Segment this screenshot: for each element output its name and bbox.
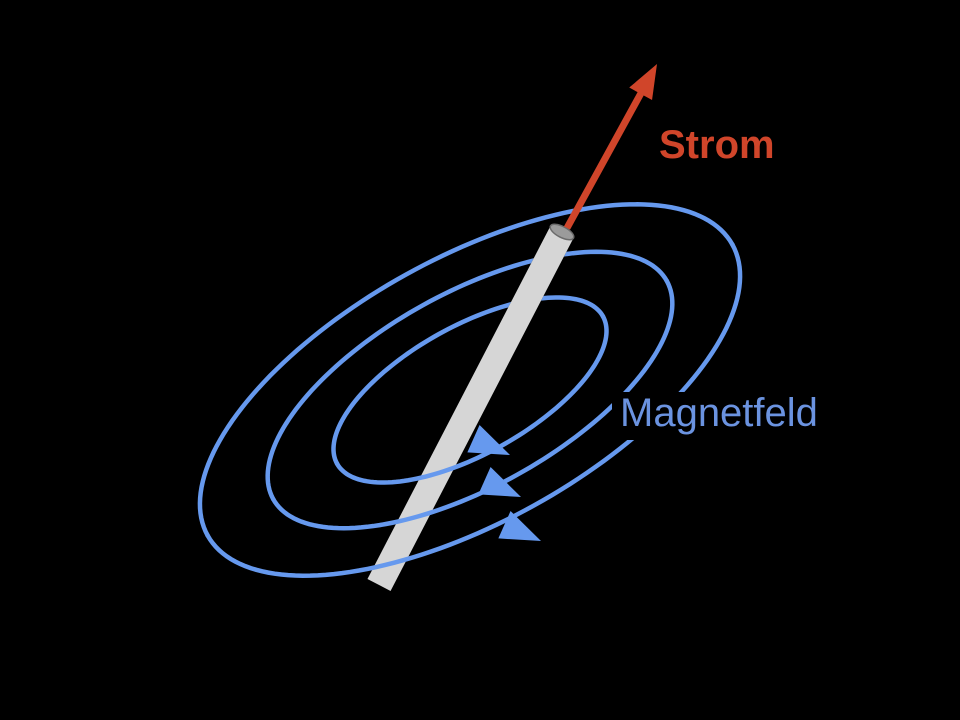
field-line-middle-front <box>270 278 675 531</box>
field-direction-arrow-outer <box>498 511 541 541</box>
current-arrow-head <box>629 64 657 101</box>
field-line-outer-behind <box>197 202 735 538</box>
current-label: Strom <box>659 123 775 167</box>
field-line-outer-front <box>205 242 743 578</box>
field-line-middle-behind <box>265 249 670 502</box>
wire-top-cap <box>549 223 575 241</box>
field-line-inner-front <box>334 314 609 485</box>
field-direction-arrow-inner <box>467 425 510 455</box>
field-line-inner-behind <box>331 295 606 466</box>
field-direction-arrowheads <box>467 425 541 541</box>
magnetic-field-label: Magnetfeld <box>620 391 818 435</box>
conductor-wire <box>367 223 575 591</box>
field-direction-arrow-middle <box>478 467 521 497</box>
current-arrow-shaft <box>563 84 648 230</box>
current-arrow <box>563 64 657 230</box>
field-lines-in-front-of-wire <box>205 242 743 578</box>
wire-body <box>367 226 574 591</box>
field-lines-behind-wire <box>197 202 735 538</box>
